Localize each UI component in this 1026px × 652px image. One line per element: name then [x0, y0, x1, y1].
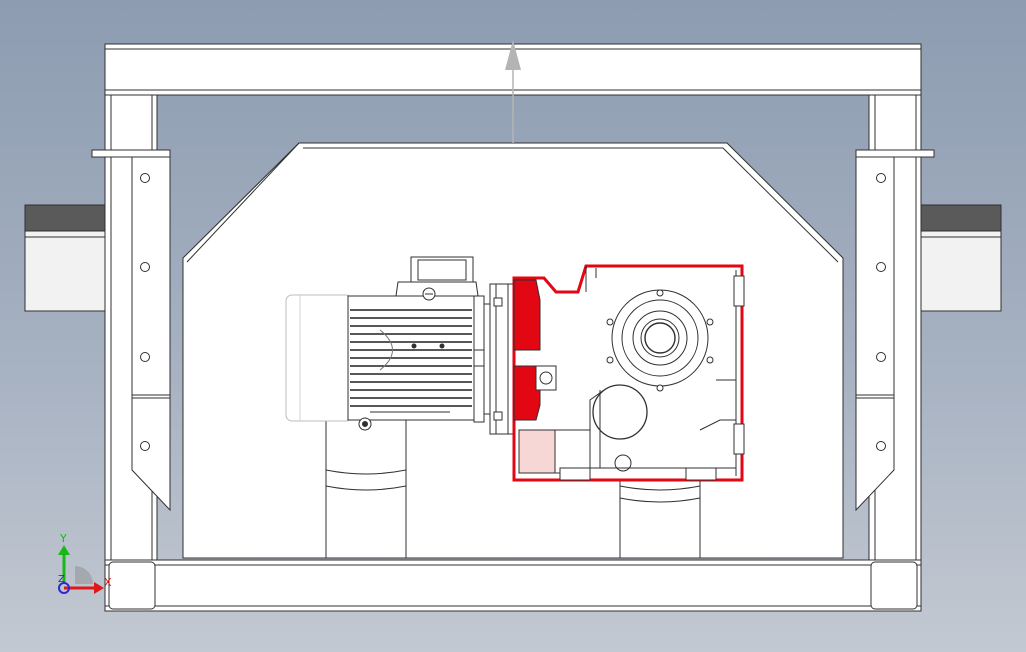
motor-cooling-fins [350, 309, 472, 407]
left-post-collar [91, 149, 171, 158]
direction-arrow [505, 40, 521, 143]
right-post-collar [855, 149, 935, 158]
left-side-plate [131, 156, 171, 512]
x-axis-label: X [104, 576, 112, 589]
motor-support-column [325, 419, 407, 559]
bottom-frame-beam [104, 559, 922, 612]
right-side-plate [855, 156, 895, 512]
left-side-beam [24, 204, 108, 312]
z-axis-label: Z [58, 574, 65, 585]
motor-coupling [489, 283, 515, 435]
electric-motor [285, 256, 491, 431]
y-axis-label: Y [60, 532, 67, 545]
gearbox-housing [512, 264, 745, 482]
coordinate-triad [58, 545, 104, 594]
right-side-beam [918, 204, 1002, 312]
